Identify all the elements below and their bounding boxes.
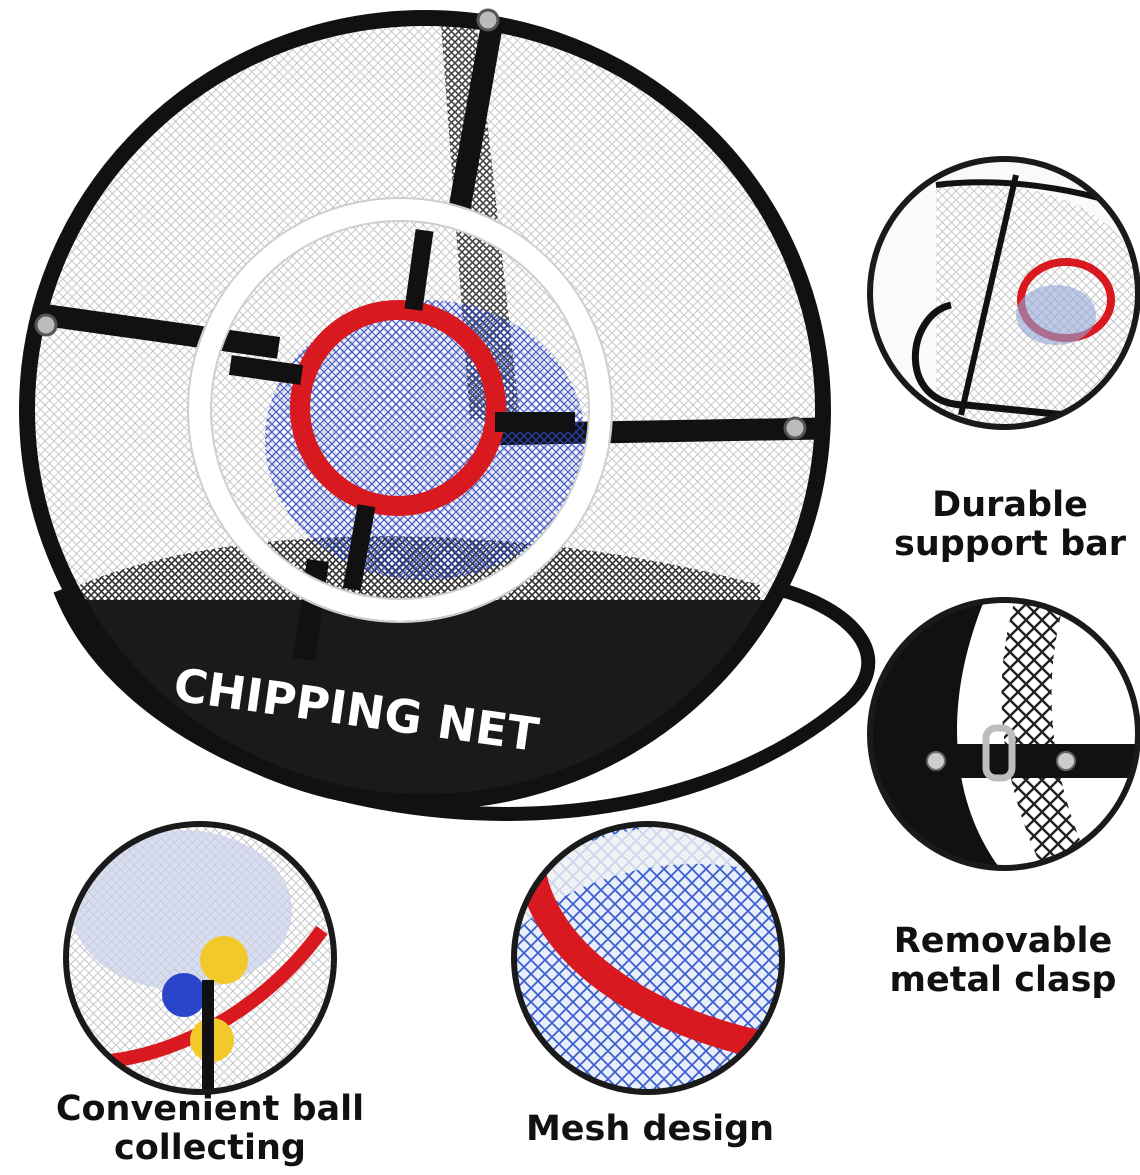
blue-ball-icon [162,973,206,1017]
caption-line: Removable [893,921,1113,961]
catch-net [265,300,585,580]
detail-mesh-design [511,821,785,1095]
caption-line: collecting [114,1128,306,1169]
caption-line: support bar [893,524,1126,565]
caption-metal-clasp: Removable metal clasp [872,921,1134,1001]
target-ring [290,300,506,516]
detail-metal-clasp [867,597,1140,871]
detail-support-bar [867,156,1140,430]
caption-ball-collecting: Convenient ball collecting [40,1089,380,1169]
grommet-icon [34,8,807,440]
caption-line: Durable [932,485,1088,525]
net-banner [27,600,823,802]
inner-ring [189,199,611,621]
caption-line: Convenient ball [55,1089,365,1129]
caption-support-bar: Durable support bar [880,485,1140,565]
chipping-net-illustration: CHIPPING NET [19,8,876,821]
net-frame [19,10,831,810]
detail-ball-collecting [63,821,337,1095]
caption-line: Mesh design [525,1109,775,1149]
caption-line: metal clasp [889,960,1117,1001]
caption-mesh-design: Mesh design [500,1109,800,1149]
yellow-ball-icon [200,936,248,984]
